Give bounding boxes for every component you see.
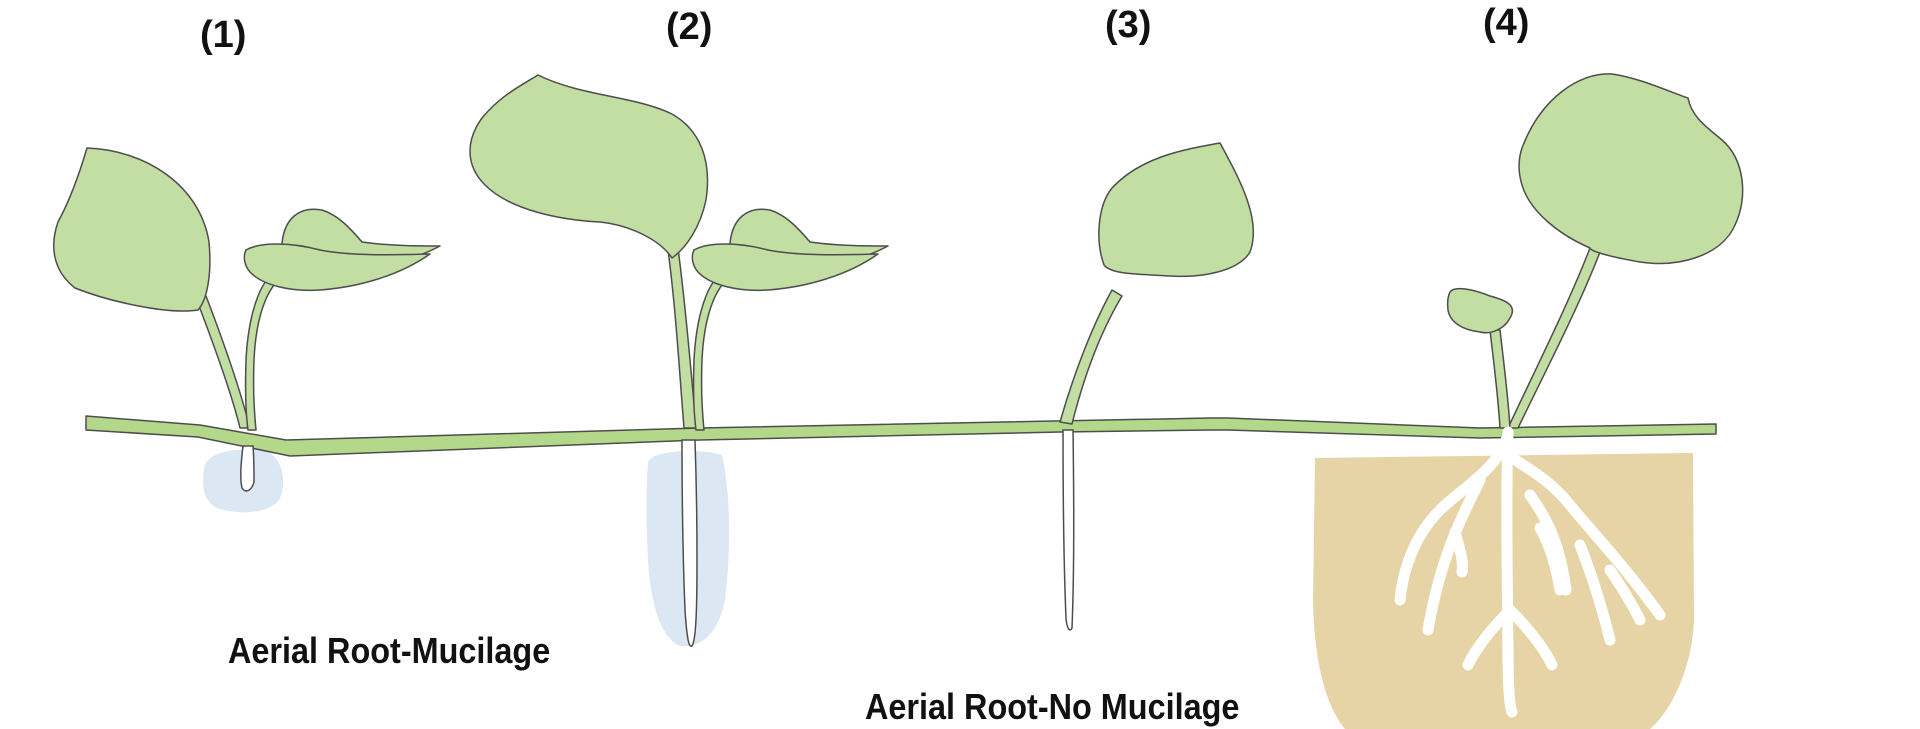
- petiole-stage-3: [1059, 289, 1123, 425]
- petiole-stage-4b: [1489, 329, 1511, 429]
- petiole-stage-1b: [244, 269, 285, 431]
- petiole-stage-2a: [667, 247, 697, 429]
- aerial-root-stage-3: [1062, 429, 1075, 631]
- petiole-stage-2b: [692, 269, 733, 431]
- leaf-stage-2c: [691, 243, 879, 292]
- root-system-stage-4: [1394, 426, 1666, 718]
- leaf-stage-1a: [52, 147, 211, 312]
- leaf-stage-2a: [469, 74, 709, 259]
- main-stem: [85, 415, 1717, 457]
- stage-label-3: (3): [1105, 4, 1152, 46]
- aerial-root-stage-2: [681, 439, 698, 648]
- petiole-stage-4a: [1507, 247, 1601, 429]
- leaf-stage-3: [1098, 142, 1255, 278]
- stage-label-1: (1): [200, 14, 247, 56]
- stage-label-2: (2): [666, 6, 713, 48]
- caption-aerial-root-mucilage: Aerial Root-Mucilage: [228, 630, 551, 671]
- stage-label-4: (4): [1483, 2, 1530, 44]
- caption-aerial-root-no-mucilage: Aerial Root-No Mucilage: [865, 686, 1240, 727]
- leaf-stage-1c: [243, 243, 431, 292]
- aerial-root-stage-1: [240, 445, 255, 492]
- leaf-stage-4b: [1446, 287, 1514, 334]
- petiole-stage-1a: [195, 295, 251, 429]
- leaf-stage-4a: [1518, 73, 1744, 265]
